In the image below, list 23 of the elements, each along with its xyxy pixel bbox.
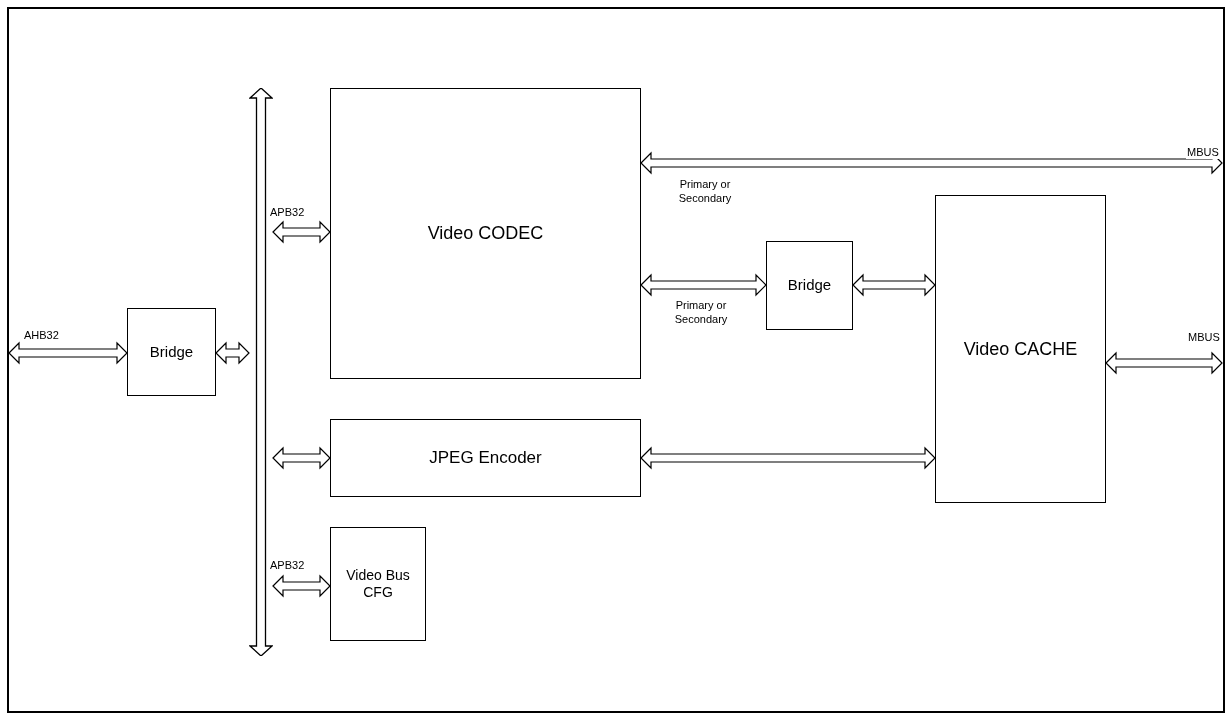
block-box bbox=[766, 241, 853, 330]
bus-note: MBUS bbox=[1186, 145, 1220, 160]
block-box bbox=[330, 88, 641, 379]
bus-arrow bbox=[272, 574, 331, 598]
bus-arrow bbox=[272, 446, 331, 470]
bus-arrow bbox=[640, 273, 767, 297]
block-label: Bridge bbox=[787, 276, 832, 295]
block-label: Video CODEC bbox=[427, 222, 544, 245]
bus-arrow bbox=[852, 273, 936, 297]
block-box bbox=[330, 527, 426, 641]
block-label: Video Bus CFG bbox=[345, 566, 411, 602]
block-box bbox=[330, 419, 641, 497]
block-box bbox=[935, 195, 1106, 503]
bus-arrow bbox=[272, 220, 331, 244]
block-box bbox=[127, 308, 216, 396]
block-label: Video CACHE bbox=[963, 337, 1078, 361]
bus-arrow bbox=[640, 151, 1223, 175]
block-label: Bridge bbox=[149, 342, 194, 362]
bus-arrow bbox=[215, 341, 250, 365]
bus-arrow bbox=[1105, 351, 1223, 375]
block-label: JPEG Encoder bbox=[429, 447, 542, 469]
bus-arrow bbox=[640, 446, 936, 470]
bus-arrow bbox=[8, 341, 128, 365]
